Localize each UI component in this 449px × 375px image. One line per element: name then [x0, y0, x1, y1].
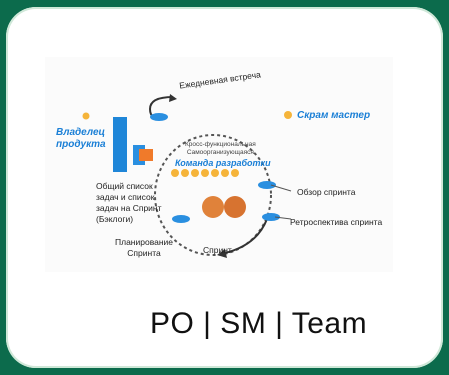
po-smiley-icon	[82, 112, 90, 120]
backlog-label: Общий список задач и список задач на Спр…	[96, 181, 162, 224]
scrum-diagram-graphics	[82, 94, 292, 258]
cross-functional-label: Кросс-функциональная Самоорганизующаяся	[185, 141, 256, 156]
review-cloud	[258, 181, 276, 189]
slide-caption: PO | SM | Team	[150, 307, 368, 340]
retro-cloud	[262, 213, 280, 221]
daily-cloud	[150, 113, 168, 121]
scrum-master-label: Скрам мастер	[297, 110, 371, 121]
retro-connector	[274, 216, 292, 220]
sprint-retro-label: Ретроспектива спринта	[290, 217, 383, 227]
cycle-arrowhead	[217, 249, 227, 258]
product-owner-label: Владелец продукта	[56, 127, 106, 150]
sprint-cycle-circle	[154, 134, 272, 256]
review-connector	[270, 184, 292, 192]
daily-loop-arrowhead	[169, 94, 177, 102]
backlog-box	[139, 149, 153, 161]
sm-smiley-icon	[284, 111, 292, 119]
sprint-label: Спринт	[203, 245, 232, 255]
increment-disc-left	[202, 196, 224, 218]
increment-disc-right	[224, 196, 246, 218]
product-owner-bar-tall	[113, 117, 127, 172]
scrum-diagram: Ежедневная встреча Владелец продукта Скр…	[45, 57, 393, 272]
sprint-planning-label: Планирование Спринта	[115, 237, 174, 258]
planning-cloud	[172, 215, 190, 223]
cycle-arrow	[224, 218, 268, 254]
dev-team-label: Команда разработки	[175, 158, 271, 168]
sprint-review-label: Обзор спринта	[297, 187, 356, 197]
team-smileys-icon	[171, 169, 239, 177]
